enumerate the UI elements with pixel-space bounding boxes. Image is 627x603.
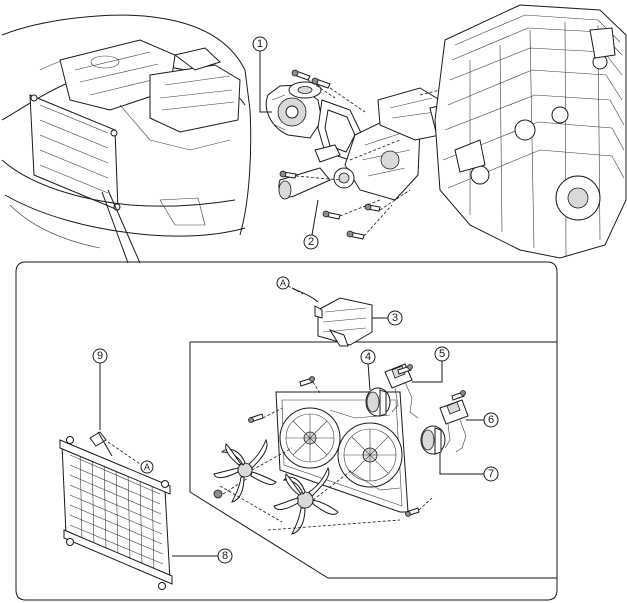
fan-motor-right <box>420 425 446 455</box>
fan-resistor-6 <box>439 399 469 453</box>
callout-4-label: 4 <box>365 351 371 363</box>
callout-5: 5 <box>412 346 450 383</box>
callout-5-label: 5 <box>439 348 445 360</box>
radiator <box>59 431 173 590</box>
vehicle-front-view <box>1 14 252 249</box>
callout-8-label: 8 <box>222 550 228 562</box>
ref-a-bottom-label: A <box>144 462 150 472</box>
fan-blade-right <box>273 466 339 535</box>
callout-7: 7 <box>439 452 499 482</box>
callout-2: 2 <box>303 199 319 250</box>
callout-9-label: 9 <box>97 350 103 362</box>
callout-6: 6 <box>466 412 499 428</box>
callout-1: 1 <box>252 36 272 113</box>
fan-motor-left <box>365 387 391 417</box>
engine-block <box>434 4 627 259</box>
ref-a-bottom: A <box>107 441 154 474</box>
fan-shroud <box>275 391 409 513</box>
callout-9: 9 <box>92 348 108 430</box>
ref-a-top-label: A <box>280 278 286 288</box>
water-pump-assembly <box>265 69 471 240</box>
callout-4: 4 <box>360 349 376 391</box>
callout-7-label: 7 <box>488 468 494 480</box>
ref-a-top: A <box>276 276 304 295</box>
callout-8: 8 <box>172 548 233 564</box>
detail-leader-line <box>101 189 141 264</box>
callout-3-label: 3 <box>392 312 398 324</box>
callout-3: 3 <box>372 310 403 326</box>
fan-subassembly-frame <box>189 341 557 579</box>
callout-2-label: 2 <box>308 236 314 248</box>
fan-blade-left <box>213 438 277 503</box>
fan-assembly-dashes <box>219 447 401 531</box>
callout-1-label: 1 <box>257 38 263 50</box>
fan-control-module <box>291 287 373 347</box>
shroud-screws <box>213 364 466 517</box>
callout-6-label: 6 <box>488 414 494 426</box>
detail-frame <box>15 261 558 601</box>
